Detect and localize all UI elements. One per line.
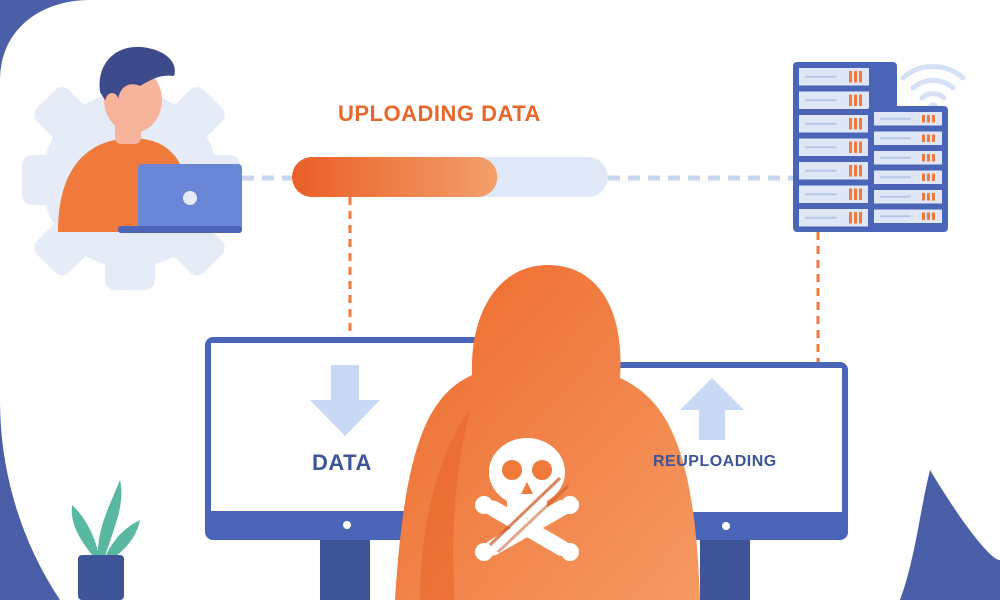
- server-led: [849, 94, 852, 106]
- laptop-icon: [118, 164, 242, 233]
- server-led: [922, 134, 925, 142]
- server-led: [854, 212, 857, 224]
- left-monitor-label: DATA: [312, 450, 372, 475]
- server-led: [927, 134, 930, 142]
- server-led: [859, 212, 862, 224]
- uploading-data-title: UPLOADING DATA: [338, 101, 541, 126]
- server-led: [859, 141, 862, 153]
- server-led: [854, 188, 857, 200]
- server-led: [927, 193, 930, 201]
- server-led: [932, 193, 935, 201]
- server-slot-line: [805, 99, 837, 102]
- background-corner-shape: [900, 470, 1000, 600]
- server-led: [854, 94, 857, 106]
- arrow-up-icon: [680, 378, 744, 440]
- server-slot-line: [880, 195, 911, 198]
- server-slot-line: [880, 117, 911, 120]
- server-led: [849, 212, 852, 224]
- server-led: [859, 94, 862, 106]
- server-led: [854, 71, 857, 83]
- plant-icon: [71, 480, 140, 600]
- server-slot-line: [805, 122, 837, 125]
- server-slot-line: [805, 216, 837, 219]
- server-led: [849, 165, 852, 177]
- server-slot-line: [880, 215, 911, 218]
- server-led: [849, 141, 852, 153]
- right-monitor-label: REUPLOADING: [653, 453, 777, 470]
- server-slot-line: [805, 75, 837, 78]
- server-led: [859, 71, 862, 83]
- server-slot-line: [805, 169, 837, 172]
- server-led: [854, 118, 857, 130]
- progress-bar: [292, 157, 608, 197]
- server-led: [859, 118, 862, 130]
- server-led: [849, 71, 852, 83]
- server-led: [849, 118, 852, 130]
- server-slot-line: [805, 146, 837, 149]
- server-led: [932, 212, 935, 220]
- server-led: [932, 154, 935, 162]
- server-led: [927, 115, 930, 123]
- server-led: [922, 154, 925, 162]
- server-led: [932, 115, 935, 123]
- server-led: [849, 188, 852, 200]
- server-slot-line: [805, 193, 837, 196]
- server-led: [854, 165, 857, 177]
- server-led: [854, 141, 857, 153]
- progress-fill: [292, 157, 498, 197]
- server-led: [927, 212, 930, 220]
- server-slot-line: [880, 137, 911, 140]
- server-led: [927, 173, 930, 181]
- server-rack-icon: [793, 62, 948, 232]
- server-led: [859, 188, 862, 200]
- server-led: [922, 173, 925, 181]
- arrow-down-icon: [310, 365, 380, 436]
- skull-crossbones-icon: [475, 438, 579, 561]
- server-led: [922, 115, 925, 123]
- server-led: [932, 173, 935, 181]
- hacker-icon: [395, 265, 700, 600]
- server-slot-line: [880, 176, 911, 179]
- server-slot-line: [880, 156, 911, 159]
- server-led: [922, 193, 925, 201]
- server-led: [922, 212, 925, 220]
- server-led: [932, 134, 935, 142]
- server-led: [927, 154, 930, 162]
- server-led: [859, 165, 862, 177]
